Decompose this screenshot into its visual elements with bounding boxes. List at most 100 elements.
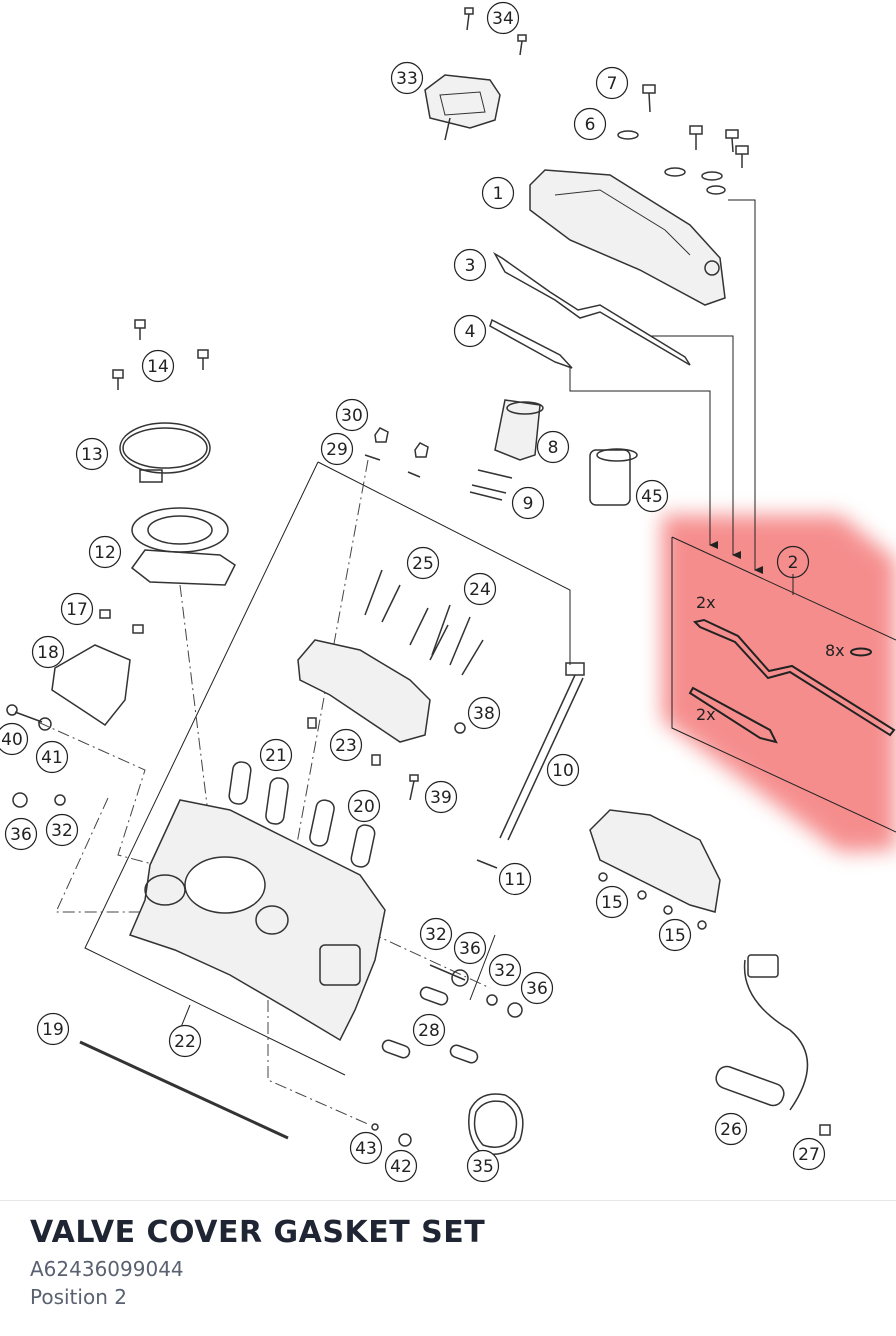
callout-6[interactable]: 6 <box>573 107 607 141</box>
callout-circle <box>424 780 458 814</box>
callout-number: 18 <box>37 643 59 663</box>
callout-number: 10 <box>552 761 574 781</box>
callout-circle <box>390 61 424 95</box>
callout-10[interactable]: 10 <box>546 753 580 787</box>
callout-number: 12 <box>94 543 116 563</box>
callout-number: 3 <box>465 256 476 276</box>
callout-14[interactable]: 14 <box>141 349 175 383</box>
callout-36c[interactable]: 36 <box>520 971 554 1005</box>
callout-circle <box>453 314 487 348</box>
callout-40[interactable]: 40 <box>0 722 29 756</box>
callout-38[interactable]: 38 <box>467 696 501 730</box>
callout-number: 25 <box>412 554 434 574</box>
callout-number: 36 <box>10 825 32 845</box>
callout-26[interactable]: 26 <box>714 1112 748 1146</box>
callout-43[interactable]: 43 <box>349 1131 383 1165</box>
callout-number: 45 <box>641 487 663 507</box>
callout-number: 40 <box>1 730 23 750</box>
callout-35[interactable]: 35 <box>466 1149 500 1183</box>
callout-circle <box>60 592 94 626</box>
callout-32b[interactable]: 32 <box>419 917 453 951</box>
callout-36b[interactable]: 36 <box>453 931 487 965</box>
callout-32[interactable]: 32 <box>45 813 79 847</box>
callout-number: 35 <box>472 1157 494 1177</box>
callout-number: 33 <box>396 69 418 89</box>
callout-number: 7 <box>607 74 618 94</box>
callout-number: 41 <box>41 748 63 768</box>
callout-circle <box>35 740 69 774</box>
callout-20[interactable]: 20 <box>347 789 381 823</box>
callout-17[interactable]: 17 <box>60 592 94 626</box>
callout-circle <box>453 931 487 965</box>
callout-24[interactable]: 24 <box>463 572 497 606</box>
callout-33[interactable]: 33 <box>390 61 424 95</box>
callout-circle <box>75 437 109 471</box>
callout-30[interactable]: 30 <box>335 398 369 432</box>
callout-7[interactable]: 7 <box>595 66 629 100</box>
callout-circle <box>466 1149 500 1183</box>
kit-highlight-area[interactable] <box>662 515 896 852</box>
callout-27[interactable]: 27 <box>792 1137 826 1171</box>
callout-number: 6 <box>585 115 596 135</box>
callout-3[interactable]: 3 <box>453 248 487 282</box>
callout-circle <box>412 1013 446 1047</box>
callout-42[interactable]: 42 <box>384 1149 418 1183</box>
callout-number: 14 <box>147 357 169 377</box>
callout-8[interactable]: 8 <box>536 430 570 464</box>
callout-9[interactable]: 9 <box>511 486 545 520</box>
callout-1[interactable]: 1 <box>481 176 515 210</box>
callout-number: 1 <box>493 184 504 204</box>
callout-number: 42 <box>390 1157 412 1177</box>
callout-13[interactable]: 13 <box>75 437 109 471</box>
callout-11[interactable]: 11 <box>498 862 532 896</box>
callout-23[interactable]: 23 <box>329 728 363 762</box>
callout-circle <box>45 813 79 847</box>
callout-12[interactable]: 12 <box>88 535 122 569</box>
callout-circle <box>463 572 497 606</box>
callout-number: 28 <box>418 1021 440 1041</box>
callout-15[interactable]: 15 <box>595 885 629 919</box>
callout-22[interactable]: 22 <box>168 1024 202 1058</box>
callout-circle <box>658 918 692 952</box>
callout-circle <box>511 486 545 520</box>
callout-25[interactable]: 25 <box>406 546 440 580</box>
callout-28[interactable]: 28 <box>412 1013 446 1047</box>
callout-36[interactable]: 36 <box>4 817 38 851</box>
callout-number: 9 <box>523 494 534 514</box>
callout-21[interactable]: 21 <box>259 738 293 772</box>
callout-number: 34 <box>492 9 514 29</box>
callout-45[interactable]: 45 <box>635 479 669 513</box>
callout-circle <box>776 545 810 579</box>
callout-number: 27 <box>798 1145 820 1165</box>
callout-41[interactable]: 41 <box>35 740 69 774</box>
callout-number: 36 <box>459 939 481 959</box>
callout-number: 30 <box>341 406 363 426</box>
callout-15b[interactable]: 15 <box>658 918 692 952</box>
callout-number: 13 <box>81 445 103 465</box>
callout-29[interactable]: 29 <box>320 432 354 466</box>
callout-circle <box>384 1149 418 1183</box>
callout-19[interactable]: 19 <box>36 1012 70 1046</box>
callout-number: 43 <box>355 1139 377 1159</box>
cylinder-head-frame <box>84 461 571 1076</box>
callout-circle <box>406 546 440 580</box>
callout-number: 20 <box>353 797 375 817</box>
callout-4[interactable]: 4 <box>453 314 487 348</box>
callout-circle <box>481 176 515 210</box>
callout-circle <box>467 696 501 730</box>
callout-18[interactable]: 18 <box>31 635 65 669</box>
callout-39[interactable]: 39 <box>424 780 458 814</box>
callout-number: 32 <box>494 961 516 981</box>
callout-2[interactable]: 2 <box>776 545 810 579</box>
callout-circle <box>335 398 369 432</box>
callout-circle <box>488 953 522 987</box>
kit-grommet-qty: 8x <box>825 641 845 660</box>
callout-number: 15 <box>601 893 623 913</box>
callout-circle <box>573 107 607 141</box>
callout-circle <box>520 971 554 1005</box>
callout-number: 21 <box>265 746 287 766</box>
callout-32c[interactable]: 32 <box>488 953 522 987</box>
callout-34[interactable]: 34 <box>486 1 520 35</box>
callout-circle <box>31 635 65 669</box>
